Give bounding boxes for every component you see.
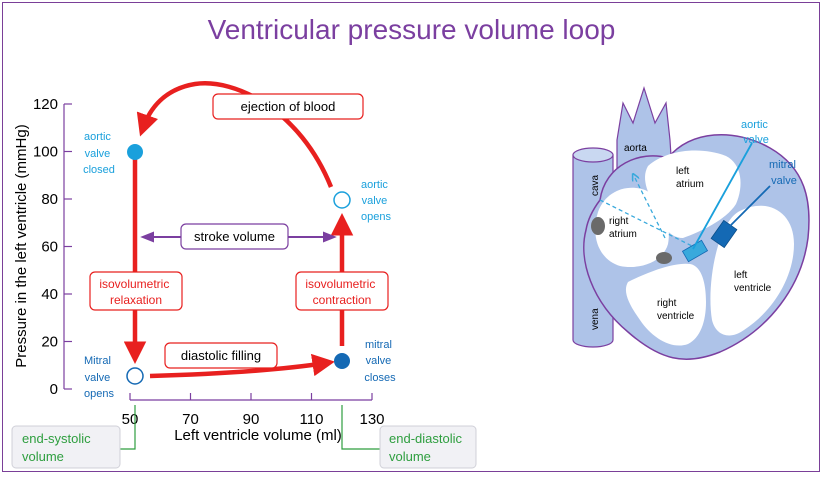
y-axis-label: Pressure in the left ventricle (mmHg) (13, 124, 30, 367)
y-tick-label: 100 (33, 144, 58, 161)
aortic-valve-pointer (692, 142, 753, 250)
box-end-diastolic-volume: end-diastolic volume (379, 425, 477, 469)
label-left-ventricle: left ventricle (734, 270, 772, 294)
y-tick-label: 0 (50, 381, 58, 398)
x-tick-label: 50 (122, 411, 139, 428)
ejection-curve (136, 81, 334, 188)
label-mitral-valve: mitral valve (769, 159, 799, 187)
vena-cava-top (572, 147, 614, 163)
y-tick-label: 60 (41, 239, 58, 256)
svg-text:diastolic filling: diastolic filling (181, 348, 261, 363)
point-aortic-valve-opens (333, 191, 351, 209)
box-isovolumetric-relaxation: isovolumetric relaxation (89, 271, 183, 311)
vessel-opening-right-atrium (591, 217, 605, 235)
flow-to-aorta (634, 176, 666, 239)
heart-diagram: aorta cava vena left atrium right atrium… (572, 85, 810, 360)
y-tick-label: 20 (41, 334, 58, 351)
box-ejection-of-blood: ejection of blood (212, 93, 364, 120)
label-aortic-valve-opens: aortic valve opens (361, 179, 391, 223)
filling-curve (149, 353, 335, 379)
slide-title: Ventricular pressure volume loop (207, 14, 616, 45)
point-mitral-valve-opens (126, 367, 144, 385)
label-left-atrium: left atrium (676, 166, 704, 190)
label-mitral-valve-closes: mitral valve closes (364, 339, 396, 384)
label-vena: vena (590, 308, 601, 330)
label-cava: cava (590, 174, 601, 196)
label-aortic-valve: aortic valve (741, 119, 771, 146)
x-tick-label: 70 (182, 411, 199, 428)
end-diastolic-connector (341, 405, 380, 450)
label-aortic-valve-closed: aortic valve closed (83, 131, 115, 176)
label-mitral-valve-opens: Mitral valve opens (84, 355, 114, 400)
box-isovolumetric-contraction: isovolumetric contraction (295, 271, 389, 311)
y-tick-label: 120 (33, 96, 58, 113)
point-mitral-valve-closes (334, 353, 350, 369)
slide-frame (2, 2, 820, 472)
vessel-opening-center (656, 252, 672, 264)
right-ventricle-chamber (625, 263, 706, 346)
flow-atrium-ventricle (599, 199, 693, 247)
label-aorta: aorta (624, 143, 647, 154)
x-tick-label: 90 (243, 411, 260, 428)
svg-text:isovolumetric relaxati: isovolumetric relaxation (99, 277, 172, 307)
svg-text:isovolumetric contract: isovolumetric contraction (305, 277, 378, 307)
aortic-valve-shape (681, 239, 709, 263)
svg-text:end-systolic volume: end-systolic volume (22, 431, 94, 464)
label-right-ventricle: right ventricle (657, 298, 695, 322)
svg-text:stroke volume: stroke volume (194, 229, 275, 244)
box-diastolic-filling: diastolic filling (164, 342, 278, 369)
x-tick-group: 50 70 90 110 130 (122, 393, 385, 428)
x-tick-label: 130 (359, 411, 384, 428)
y-tick-group: 0 20 40 60 80 100 120 (33, 96, 72, 398)
left-atrium-chamber (645, 150, 741, 238)
y-tick-label: 80 (41, 191, 58, 208)
y-tick-label: 40 (41, 286, 58, 303)
box-end-systolic-volume: end-systolic volume (11, 425, 121, 469)
svg-text:end-diastolic volume: end-diastolic volume (389, 431, 466, 464)
end-systolic-connector (120, 405, 136, 450)
right-atrium-chamber (595, 187, 669, 268)
point-aortic-valve-closed (127, 144, 143, 160)
box-stroke-volume: stroke volume (180, 223, 289, 250)
x-tick-label: 110 (300, 411, 324, 428)
x-axis-label: Left ventricle volume (ml) (174, 427, 342, 444)
svg-text:ejection of blood: ejection of blood (241, 99, 336, 114)
mitral-valve-pointer (725, 185, 771, 231)
label-right-atrium: right atrium (609, 216, 637, 240)
